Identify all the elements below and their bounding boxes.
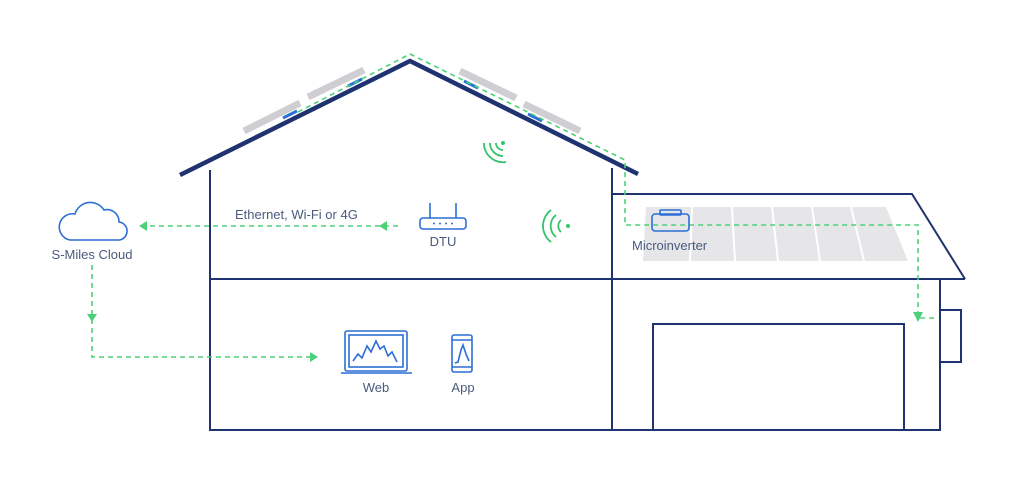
garage-solar-array	[643, 206, 908, 262]
laptop-icon	[341, 330, 412, 374]
connection-label: Ethernet, Wi-Fi or 4G	[235, 207, 358, 222]
garage-roof	[612, 193, 966, 280]
wifi-signal-icon	[483, 141, 507, 164]
meter-box	[939, 309, 962, 363]
web-label: Web	[363, 380, 390, 395]
cloud-icon	[58, 201, 128, 241]
cloud-label: S-Miles Cloud	[52, 247, 133, 262]
main-roof	[179, 58, 639, 178]
dtu-router-icon	[419, 203, 467, 230]
microinverter-icon	[651, 209, 690, 232]
garage-door	[652, 323, 905, 431]
phone-icon	[451, 334, 473, 373]
microinverter-label: Microinverter	[632, 238, 708, 253]
wifi-signal-icon	[542, 209, 570, 243]
data-flow-lines	[87, 53, 937, 362]
dtu-label: DTU	[430, 234, 457, 249]
house-outline	[179, 58, 966, 431]
app-label: App	[451, 380, 474, 395]
